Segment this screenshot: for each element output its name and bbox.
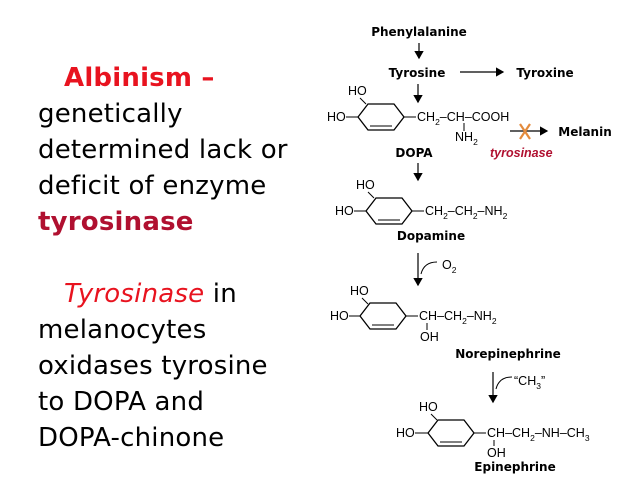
- svg-text:CH–CH2–NH2: CH–CH2–NH2: [419, 309, 497, 326]
- text-line: melanocytes: [38, 315, 207, 345]
- text-line: DOPA-chinone: [38, 423, 225, 453]
- enzyme-line: tyrosinase: [38, 204, 328, 240]
- text-line: deficit of enzyme: [38, 171, 267, 201]
- tyrosinase-line: Tyrosinase in: [38, 276, 328, 312]
- dopa-label: DOPA: [395, 146, 433, 160]
- ho-top: HO: [350, 284, 369, 298]
- ho-left: HO: [327, 110, 346, 124]
- ho-top: HO: [356, 178, 375, 192]
- ho-top: HO: [348, 84, 367, 98]
- text-line: to DOPA and: [38, 387, 205, 417]
- tyrosinase-term: Tyrosinase: [64, 279, 205, 309]
- norepinephrine-structure: HO HO CH–CH2–NH2 OH: [330, 284, 497, 344]
- ho-left: HO: [396, 426, 415, 440]
- tyrosine-label: Tyrosine: [389, 66, 446, 80]
- albinism-dash: –: [192, 63, 215, 93]
- albinism-line: Albinism –: [38, 60, 328, 96]
- oh-label: OH: [420, 330, 439, 344]
- svg-text:NH2: NH2: [455, 130, 478, 147]
- dopamine-label: Dopamine: [397, 229, 465, 243]
- tyroxine-label: Tyroxine: [516, 66, 573, 80]
- epinephrine-label: Epinephrine: [474, 460, 555, 474]
- text-line: oxidases tyrosine: [38, 351, 268, 381]
- svg-text:CH2–CH2–NH2: CH2–CH2–NH2: [425, 204, 508, 221]
- methyl-label: “CH3”: [514, 374, 545, 391]
- melanin-label: Melanin: [558, 125, 612, 139]
- ho-left: HO: [335, 204, 354, 218]
- phenylalanine-label: Phenylalanine: [371, 25, 467, 39]
- norepinephrine-label: Norepinephrine: [455, 347, 561, 361]
- epinephrine-structure: HO HO CH–CH2–NH–CH3 OH: [396, 400, 590, 460]
- oxygen-label: O2: [442, 258, 457, 275]
- svg-text:CH–CH2–NH–CH3: CH–CH2–NH–CH3: [487, 426, 590, 443]
- in-word: in: [204, 279, 237, 309]
- ho-left: HO: [330, 309, 349, 323]
- ho-top: HO: [419, 400, 438, 414]
- dopa-structure: HO HO CH2–CH–COOH NH2: [327, 84, 509, 147]
- block-x-icon: [519, 123, 531, 140]
- svg-text:CH2–CH–COOH: CH2–CH–COOH: [417, 110, 509, 127]
- albinism-term: Albinism: [64, 63, 193, 93]
- description-text: Albinism – genetically determined lack o…: [38, 60, 328, 456]
- text-line: determined lack or: [38, 135, 288, 165]
- dopamine-structure: HO HO CH2–CH2–NH2: [335, 178, 508, 225]
- enzyme-term: tyrosinase: [38, 207, 194, 237]
- oh-label: OH: [487, 446, 506, 460]
- tyrosinase-enzyme-label: tyrosinase: [490, 146, 553, 160]
- text-line: genetically: [38, 99, 183, 129]
